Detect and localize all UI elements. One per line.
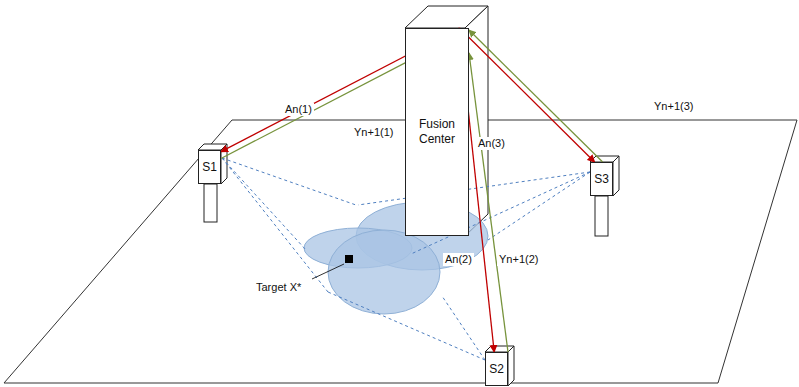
edge-label: An(1) bbox=[283, 103, 314, 116]
observation-arrow bbox=[469, 53, 508, 352]
edge-label: Yn+1(3) bbox=[652, 100, 695, 113]
target-leader bbox=[312, 264, 344, 279]
observation-arrow bbox=[469, 30, 603, 162]
target-marker bbox=[345, 255, 353, 263]
node-label: S3 bbox=[594, 172, 609, 187]
edge-label: Yn+1(1) bbox=[352, 126, 395, 139]
node-label: Fusion Center bbox=[406, 117, 468, 147]
sensor-box: S2 bbox=[485, 352, 508, 386]
target-label: Target X* bbox=[254, 281, 303, 294]
floor-plane bbox=[4, 120, 797, 383]
fusion-center-3d bbox=[405, 6, 488, 236]
action-arrow bbox=[459, 28, 594, 162]
edge-label: An(2) bbox=[443, 253, 474, 266]
node-label: S1 bbox=[202, 160, 217, 175]
node-label: S2 bbox=[489, 362, 504, 377]
edge-label: An(3) bbox=[476, 137, 507, 150]
edge-label: Yn+1(2) bbox=[497, 253, 540, 266]
sensor-box: S1 bbox=[198, 150, 221, 184]
sensor-box: S3 bbox=[590, 162, 613, 196]
fusion-center-box: Fusion Center bbox=[405, 28, 469, 236]
